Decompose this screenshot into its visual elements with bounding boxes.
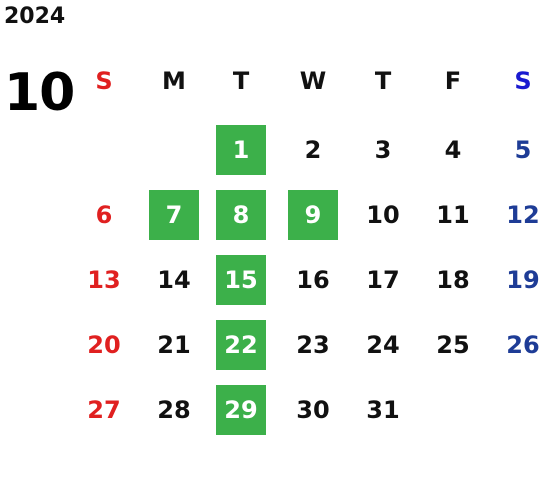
day-cell [428,385,478,435]
day-cell: 6 [95,201,113,229]
weekday-sunday: S [95,67,113,95]
weekday-saturday: S [514,67,532,95]
day-cell [498,385,548,435]
day-cell: 2 [304,136,322,164]
weekday-thursday: T [374,67,392,95]
day-cell: 29 [216,385,266,435]
day-cell: 24 [366,331,400,359]
weekday-friday: F [444,67,462,95]
day-cell: 1 [216,125,266,175]
day-cell [149,125,199,175]
day-cell: 9 [288,190,338,240]
day-cell: 4 [444,136,462,164]
day-cell: 15 [216,255,266,305]
day-cell: 5 [514,136,532,164]
weekday-wednesday: W [299,67,327,95]
day-cell: 8 [216,190,266,240]
calendar-year: 2024 [4,4,66,29]
day-cell: 7 [149,190,199,240]
day-cell: 13 [87,266,121,294]
day-cell: 30 [296,396,330,424]
day-cell: 16 [296,266,330,294]
day-cell: 10 [366,201,400,229]
day-cell: 26 [506,331,540,359]
day-cell: 31 [366,396,400,424]
day-cell: 22 [216,320,266,370]
day-cell: 27 [87,396,121,424]
day-cell: 14 [157,266,191,294]
day-cell [79,125,129,175]
calendar-month: 10 [4,63,75,123]
day-cell: 3 [374,136,392,164]
day-cell: 19 [506,266,540,294]
day-cell: 20 [87,331,121,359]
day-cell: 21 [157,331,191,359]
day-cell: 11 [436,201,470,229]
day-cell: 17 [366,266,400,294]
weekday-monday: M [162,67,186,95]
day-cell: 12 [506,201,540,229]
day-cell: 28 [157,396,191,424]
day-cell: 25 [436,331,470,359]
day-cell: 23 [296,331,330,359]
day-cell: 18 [436,266,470,294]
weekday-tuesday: T [232,67,250,95]
